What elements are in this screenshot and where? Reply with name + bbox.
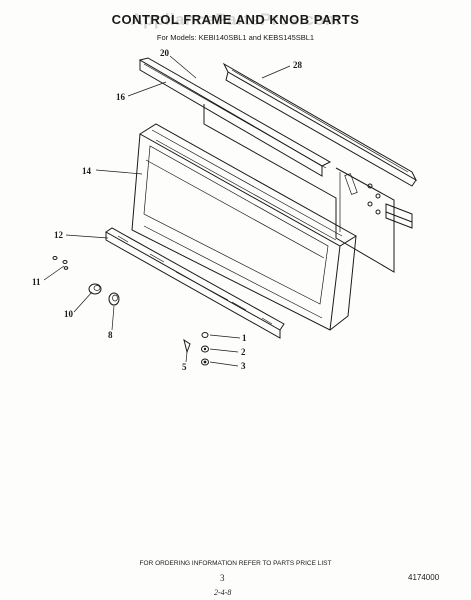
callout-5: 5 xyxy=(182,362,187,372)
callout-8: 8 xyxy=(108,330,113,340)
page-title: CONTROL FRAME AND KNOB PARTS xyxy=(111,12,360,27)
callout-1: 1 xyxy=(242,333,247,343)
part-12-lower-trim xyxy=(105,227,285,339)
leader-lines xyxy=(43,55,291,367)
section-code: 2-4-8 xyxy=(214,588,232,597)
callout-10: 10 xyxy=(64,309,74,319)
callout-20: 20 xyxy=(160,48,170,58)
callout-12: 12 xyxy=(54,230,64,240)
part-14-control-frame xyxy=(131,123,357,331)
hardware-parts xyxy=(183,332,209,366)
mounting-panel xyxy=(203,104,413,273)
callout-14: 14 xyxy=(82,166,92,176)
callout-3: 3 xyxy=(241,361,246,371)
callout-11: 11 xyxy=(32,277,41,287)
knob-parts xyxy=(52,256,120,306)
ordering-note: FOR ORDERING INFORMATION REFER TO PARTS … xyxy=(139,560,332,567)
callout-16: 16 xyxy=(116,92,126,102)
part-16-trim-strip xyxy=(138,57,332,177)
watermark-text: AppliancePartsPros.com xyxy=(130,10,341,29)
callout-2: 2 xyxy=(241,347,246,357)
models-subtitle: For Models: KEBI140SBL1 and KEBS145SBL1 xyxy=(156,33,315,42)
callout-28: 28 xyxy=(293,60,303,70)
part-28-rail xyxy=(222,62,418,187)
page-number: 3 xyxy=(220,573,225,583)
document-number: 4174000 xyxy=(408,573,440,582)
